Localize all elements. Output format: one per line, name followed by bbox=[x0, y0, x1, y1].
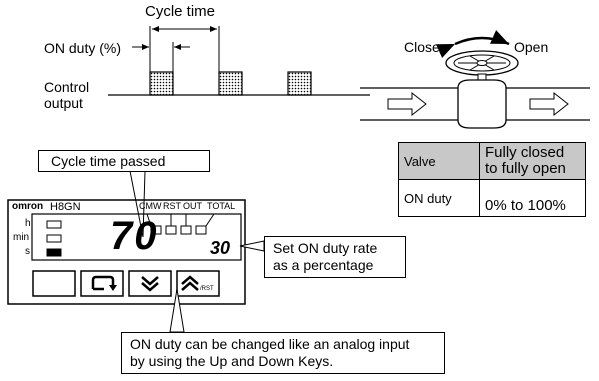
indicator-label-rst: RST bbox=[163, 201, 181, 211]
valve-table-row-left: ON duty bbox=[398, 179, 480, 217]
device-display bbox=[31, 213, 242, 261]
unit-label-h: h bbox=[25, 218, 31, 229]
valve-table-header-right: Fully closed to fully open bbox=[479, 142, 586, 180]
device-model: H8GN bbox=[50, 201, 81, 213]
cycle-time-passed-leader bbox=[129, 170, 144, 238]
cycle-time-passed-leader-2 bbox=[142, 170, 146, 238]
valve-table: Valve Fully closed to fully open ON duty… bbox=[398, 142, 586, 217]
valve-table-row-right: 0% to 100% bbox=[479, 179, 586, 217]
cycle-time-passed-callout: Cycle time passed bbox=[38, 150, 210, 172]
sub-display-value: 30 bbox=[210, 238, 231, 258]
pipe bbox=[360, 79, 590, 129]
on-duty-label: ON duty (%) bbox=[44, 40, 122, 56]
open-label: Open bbox=[514, 39, 549, 55]
key-mode bbox=[80, 270, 124, 297]
pulse-3 bbox=[287, 71, 312, 96]
mode-key-icon bbox=[91, 275, 117, 291]
flow-arrow-left-icon bbox=[387, 91, 427, 117]
device-brand: omron bbox=[12, 201, 44, 212]
cycle-time-passed-text: Cycle time passed bbox=[51, 153, 166, 169]
indicator-label-out: OUT bbox=[183, 201, 202, 211]
pulse-1 bbox=[149, 71, 174, 96]
down-key-icon bbox=[141, 276, 159, 292]
analog-input-text-line1: ON duty can be changed like an analog in… bbox=[130, 336, 410, 352]
control-output-label-line1: Control bbox=[44, 79, 90, 95]
indicator-label-cmw: CMW bbox=[139, 201, 162, 211]
up-key-icon bbox=[181, 275, 199, 291]
close-label: Close bbox=[404, 39, 440, 55]
unit-label-min: min bbox=[13, 232, 30, 243]
analog-input-text-line2: by using the Up and Down Keys. bbox=[130, 353, 334, 369]
up-key-subscript: /RST bbox=[200, 286, 214, 292]
pulse-2 bbox=[218, 71, 243, 96]
key-blank bbox=[32, 270, 76, 297]
valve-table-header-left: Valve bbox=[398, 142, 480, 180]
set-on-duty-callout: Set ON duty rate as a percentage bbox=[264, 236, 406, 278]
cycle-time-label: Cycle time bbox=[145, 3, 216, 20]
indicator-label-total: TOTAL bbox=[207, 201, 236, 211]
control-output-label-line2: output bbox=[44, 95, 83, 111]
unit-indicator-boxes bbox=[46, 220, 62, 257]
status-indicator-boxes bbox=[146, 213, 215, 235]
analog-input-callout: ON duty can be changed like an analog in… bbox=[121, 332, 445, 374]
set-on-duty-text-line2: as a percentage bbox=[273, 257, 374, 273]
unit-label-s: s bbox=[25, 246, 30, 257]
set-on-duty-text-line1: Set ON duty rate bbox=[273, 240, 378, 256]
main-display-value: 70 bbox=[110, 214, 159, 258]
rotation-arrow bbox=[435, 30, 510, 58]
flow-arrow-right-icon bbox=[529, 91, 569, 117]
